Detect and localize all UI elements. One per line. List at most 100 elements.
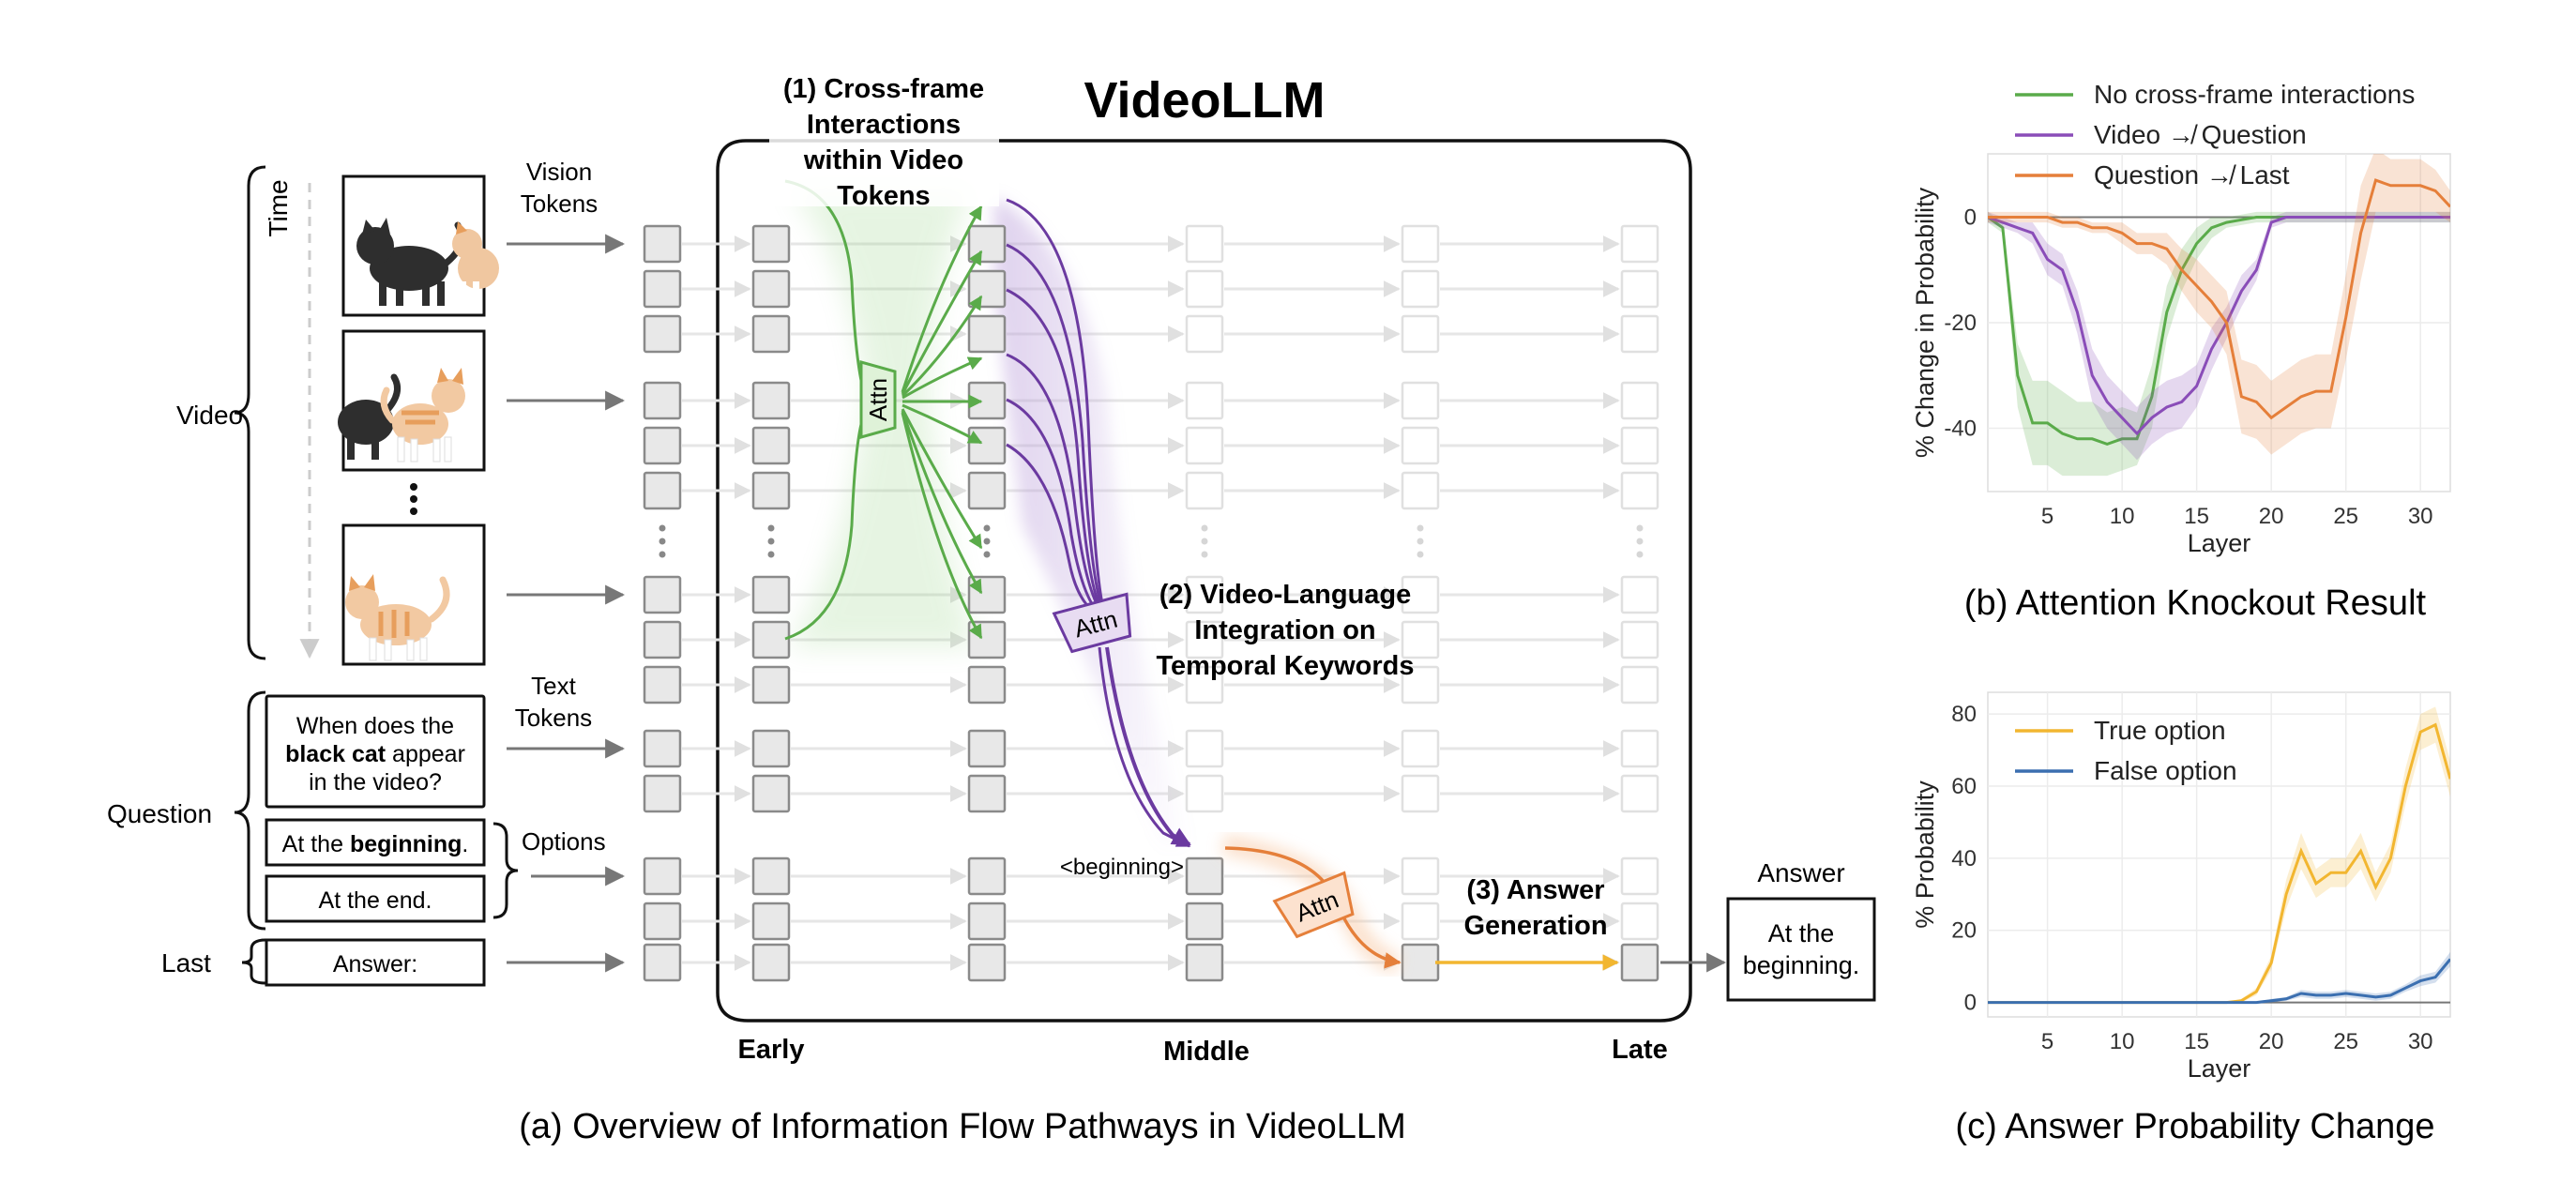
option-2-box: [265, 874, 486, 923]
token-ellipsis-dot: [1201, 524, 1208, 532]
video-label: Video: [176, 401, 243, 430]
token-square: [751, 381, 791, 420]
y-axis-label: % Probability: [1911, 780, 1939, 929]
token-square: [967, 314, 1007, 354]
token-square: [751, 471, 791, 510]
x-axis-label: Layer: [2188, 1054, 2251, 1083]
videollm-box: [716, 139, 1692, 1023]
step2-line-3: Temporal Keywords: [1156, 651, 1414, 681]
question-box: [265, 694, 486, 809]
answer-input-text: Answer:: [333, 951, 417, 977]
token-square: [967, 426, 1007, 465]
question-line-2: black cat appear: [285, 741, 465, 767]
time-label: Time: [264, 179, 293, 236]
token-square: [1620, 314, 1659, 354]
attn-label-1: Attn: [864, 378, 892, 421]
token-square: [643, 314, 682, 354]
y-tick-label: 60: [1951, 774, 1977, 799]
token-square: [643, 774, 682, 813]
video-frame-3: [341, 523, 486, 666]
token-square: [967, 471, 1007, 510]
video-brace: [234, 165, 266, 660]
option-1-text: At the beginning.: [282, 831, 469, 857]
token-square: [1185, 314, 1224, 354]
y-tick-label: 0: [1964, 991, 1977, 1016]
stage-early: Early: [738, 1035, 805, 1065]
token-square: [751, 426, 791, 465]
token-square: [1401, 902, 1440, 941]
input-arrows: [507, 234, 626, 973]
token-square: [1620, 665, 1659, 705]
token-square: [1401, 269, 1440, 309]
vision-tokens-label-2: Tokens: [521, 189, 598, 218]
y-axis-label: % Change in Probability: [1911, 187, 1939, 458]
token-square: [967, 224, 1007, 264]
x-tick-label: 25: [2333, 504, 2358, 529]
token-square: [643, 426, 682, 465]
token-square: [1185, 856, 1224, 896]
y-tick-label: 20: [1951, 918, 1977, 944]
token-square: [1401, 381, 1440, 420]
token-square: [1620, 381, 1659, 420]
beginning-token-label: <beginning>: [1060, 855, 1184, 880]
legend-entry: Video ↛ Question: [2094, 120, 2307, 149]
x-tick-label: 10: [2110, 504, 2135, 529]
token-square: [643, 269, 682, 309]
x-tick-label: 15: [2184, 1029, 2209, 1054]
token-square: [1185, 426, 1224, 465]
token-ellipsis-dot: [767, 551, 775, 558]
token-square: [1620, 620, 1659, 659]
token-square: [1185, 665, 1224, 705]
y-tick-label: 80: [1951, 702, 1977, 727]
x-axis-label: Layer: [2188, 529, 2251, 557]
token-square: [643, 575, 682, 614]
token-square: [643, 665, 682, 705]
token-square: [1620, 856, 1659, 896]
caption-c: (c) Answer Probability Change: [1955, 1107, 2434, 1146]
token-square: [967, 729, 1007, 768]
token-square: [1185, 224, 1224, 264]
token-square: [1401, 620, 1440, 659]
series-line: [1988, 958, 2450, 1005]
token-square: [643, 729, 682, 768]
token-square: [1620, 943, 1659, 982]
step1-annotation: (1) Cross-frame Interactions within Vide…: [769, 66, 999, 211]
plot-area: [1987, 691, 2451, 1018]
cross-frame-flows: [784, 179, 983, 641]
y-tick-label: 40: [1951, 846, 1977, 871]
token-square: [751, 943, 791, 982]
answer-output-line-2: beginning.: [1743, 951, 1860, 979]
x-tick-label: 5: [2041, 1029, 2053, 1054]
token-ellipsis-dot: [767, 524, 775, 532]
token-square: [643, 381, 682, 420]
token-ellipsis-dot: [659, 538, 666, 545]
token-ellipsis-dot: [1417, 538, 1424, 545]
x-tick-label: 5: [2041, 504, 2053, 529]
question-line-3: in the video?: [309, 769, 442, 796]
token-square: [1185, 381, 1224, 420]
token-square: [751, 729, 791, 768]
x-tick-label: 30: [2408, 504, 2433, 529]
orange-cat-icon: [380, 368, 465, 462]
x-tick-label: 15: [2184, 504, 2209, 529]
token-square: [967, 902, 1007, 941]
orange-cat-icon: [345, 574, 450, 661]
token-square: [1401, 224, 1440, 264]
y-tick-label: 0: [1964, 205, 1977, 231]
black-cat-icon: [356, 218, 465, 306]
token-square: [1401, 665, 1440, 705]
caption-b: (b) Attention Knockout Result: [1964, 583, 2427, 623]
step3-annotation: (3) Answer Generation: [1463, 875, 1607, 941]
token-square: [643, 224, 682, 264]
caption-a: (a) Overview of Information Flow Pathway…: [519, 1107, 1405, 1146]
token-ellipsis-dot: [1636, 524, 1644, 532]
series-line: [1988, 178, 2450, 420]
legend-entry: True option: [2094, 716, 2226, 745]
x-tick-label: 20: [2259, 504, 2284, 529]
answer-output-line-1: At the: [1768, 919, 1835, 947]
token-square: [1620, 471, 1659, 510]
step2-line-2: Integration on: [1194, 615, 1375, 645]
token-ellipsis-dot: [659, 524, 666, 532]
answer-input-box: [265, 938, 486, 987]
token-square: [1620, 575, 1659, 614]
